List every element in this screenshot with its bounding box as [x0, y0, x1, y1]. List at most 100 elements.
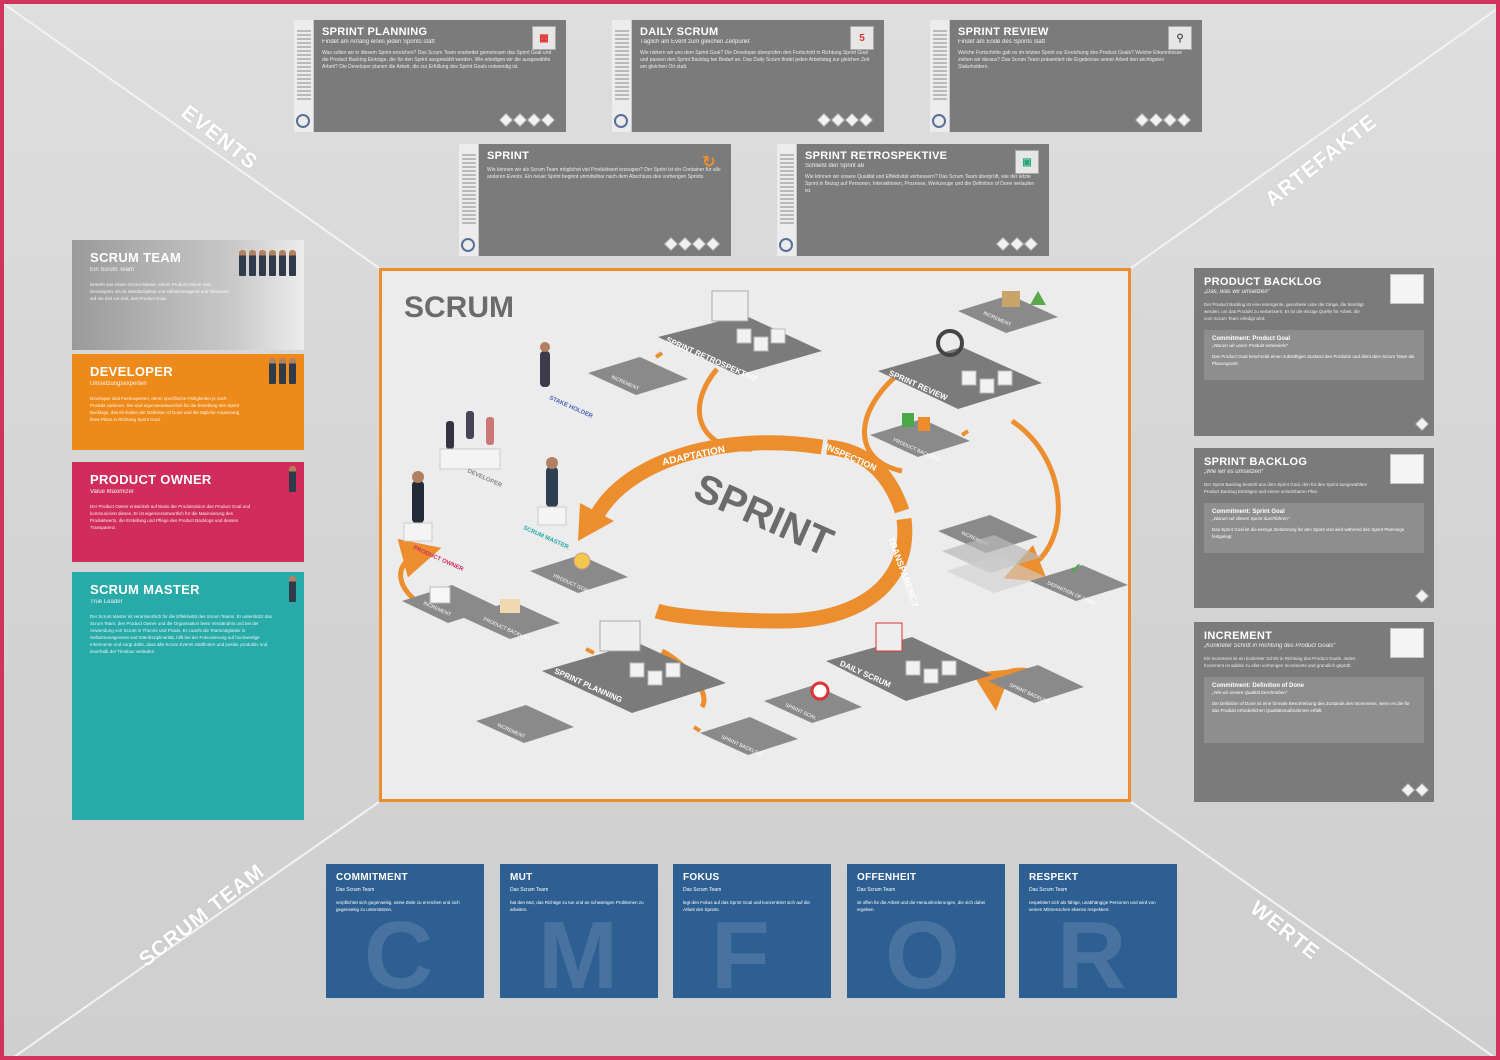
value-title: FOKUS — [683, 872, 720, 883]
tile-product-backlog-review: PRODUCT BACKLOG — [870, 413, 970, 463]
artifact-card-increment: INCREMENT „Konkreter Schritt in Richtung… — [1194, 622, 1434, 802]
sprint-center-label: SPRINT — [688, 465, 840, 565]
stakeholder-label: STAKE HOLDER — [548, 395, 594, 420]
value-subtitle: Das Scrum Team — [857, 887, 896, 893]
tile-increment-planning: INCREMENT — [476, 705, 574, 743]
artifact-subtitle: „Das, was wir umsetzen“ — [1204, 289, 1270, 295]
tile-sprint-backlog: SPRINT BACKLOG — [700, 717, 798, 758]
cube-stack-icon — [1401, 783, 1429, 797]
adaptation-arrowhead — [578, 503, 614, 541]
event-title: SPRINT RETROSPEKTIVE — [805, 150, 948, 162]
commitment-title: Commitment: Product Goal — [1212, 336, 1291, 342]
artifact-title: SPRINT BACKLOG — [1204, 456, 1308, 468]
value-card-mut: M MUT Das Scrum Team hat den Mut, das Ri… — [500, 864, 658, 998]
artifact-subtitle: „Wie wir es umsetzen“ — [1204, 469, 1264, 475]
platform-sprint-planning: SPRINT PLANNING — [542, 620, 726, 713]
role-subtitle: Value Maximizer — [90, 489, 134, 495]
scrum-master-label: SCRUM MASTER — [522, 525, 570, 551]
inspection-arc — [826, 439, 910, 514]
tile-product-goal: PRODUCT GOAL — [530, 552, 628, 595]
role-body: Der Product Owner entwickelt auf Basis d… — [90, 504, 251, 530]
platform-sprint-retrospektive: SPRINT RETROSPEKTIVE — [658, 290, 822, 384]
role-panel-scrum-master: SCRUM MASTER True Leader Der Scrum Maste… — [72, 572, 304, 820]
review-connector-arc — [862, 369, 904, 474]
event-subtitle: Findet am Anfang eines jeden Sprints sta… — [322, 39, 435, 45]
connector-dash — [654, 351, 664, 359]
value-body: respektiert sich als fähige, unabhängige… — [1029, 900, 1156, 912]
transparency-arc — [654, 518, 913, 629]
value-card-fokus: F FOKUS Das Scrum Team legt den Fokus au… — [673, 864, 831, 998]
whiteboard-icon: ▦ — [532, 26, 556, 50]
cube-stack-icon — [817, 113, 873, 127]
commitment-subtitle: „Warum wir unser Produkt entwickeln“ — [1212, 343, 1288, 348]
scrum-master-figure: SCRUM MASTER — [522, 457, 570, 551]
tile-increment-review: INCREMENT — [958, 291, 1058, 333]
value-title: OFFENHEIT — [857, 872, 917, 883]
role-body: besteht aus einem Scrum Master, einem Pr… — [90, 282, 229, 301]
value-card-respekt: R RESPEKT Das Scrum Team respektiert sic… — [1019, 864, 1177, 998]
event-body: Wie können wir als Scrum Team möglichst … — [487, 167, 721, 180]
value-subtitle: Das Scrum Team — [336, 887, 375, 893]
magnifier-icon: ⚲ — [1168, 26, 1192, 50]
event-title: DAILY SCRUM — [640, 26, 719, 38]
commitment-subtitle: „Wie wir unsere Qualität beschreiben“ — [1212, 690, 1288, 695]
target-icon — [810, 681, 830, 701]
event-card-sprint-review: SPRINT REVIEW Findet am Ende des Sprints… — [930, 20, 1202, 132]
box-icon — [1002, 291, 1020, 307]
connector-dash — [692, 725, 702, 733]
role-title: DEVELOPER — [90, 364, 173, 379]
review-loop-arc — [1003, 418, 1061, 583]
event-body: Wie können wir unsere Qualität und Effek… — [805, 174, 1035, 194]
card-side-tab — [777, 144, 797, 256]
cycle-arrow-icon: ↻ — [702, 154, 716, 171]
artifact-card-sprint-backlog: SPRINT BACKLOG „Wie wir es umsetzen“ Der… — [1194, 448, 1434, 608]
artifact-title: PRODUCT BACKLOG — [1204, 276, 1322, 288]
up-arrow-icon — [1030, 291, 1046, 305]
card-side-tab — [612, 20, 632, 132]
cube-stack-icon — [1415, 589, 1429, 603]
card-side-tab — [294, 20, 314, 132]
goal-target-icon — [573, 552, 591, 570]
value-card-offenheit: O OFFENHEIT Das Scrum Team ist offen für… — [847, 864, 1005, 998]
cube-stack-icon — [996, 237, 1038, 251]
adaptation-arc — [587, 435, 824, 525]
value-card-commitment: C COMMITMENT Das Scrum Team verpflichtet… — [326, 864, 484, 998]
value-letter: M — [538, 902, 618, 999]
cube-checkmark-icon — [1390, 628, 1424, 658]
role-panel-scrum-team: SCRUM TEAM Ein Scrum Team besteht aus ei… — [72, 240, 304, 350]
tile-increment-dod: INCREMENT — [938, 515, 1046, 593]
artifact-title: INCREMENT — [1204, 630, 1273, 642]
role-subtitle: Umsetzungsexperten — [90, 381, 147, 387]
event-card-sprint: SPRINT Wie können wir als Scrum Team mög… — [459, 144, 731, 256]
value-title: COMMITMENT — [336, 872, 408, 883]
value-letter: O — [885, 902, 960, 999]
value-title: MUT — [510, 872, 533, 883]
event-title: SPRINT — [487, 150, 530, 162]
commitment-title: Commitment: Definition of Done — [1212, 683, 1304, 689]
tile-definition-of-done: DEFINITION OF DONE ✔ — [1030, 561, 1128, 608]
backlog-items-icon — [500, 599, 520, 613]
artifact-body: Der Sprint Backlog besteht aus dem Sprin… — [1204, 482, 1368, 494]
role-subtitle: Ein Scrum Team — [90, 267, 134, 273]
role-panel-developer: DEVELOPER Umsetzungsexperten Developer s… — [72, 354, 304, 450]
tile-sprint-backlog-daily: SPRINT BACKLOG — [988, 665, 1084, 706]
product-owner-person-icon — [289, 466, 296, 492]
connector-dash — [960, 429, 970, 437]
scrum-diagram-canvas: ADAPTATION INSPECTION TRANSPARENCY SPRIN… — [397, 290, 1128, 758]
artifact-subtitle: „Konkreter Schritt in Richtung des Produ… — [1204, 643, 1336, 649]
platform-sprint-review: SPRINT REVIEW — [878, 329, 1042, 409]
scrum-diagram: SCRUM ADAPTATION INSPECTION TRANSPARENCY — [379, 268, 1131, 802]
event-subtitle: Täglich am Event zum gleichen Zeitpunkt — [640, 39, 750, 45]
timebox-ring-icon — [614, 114, 628, 128]
cube-stack-icon — [499, 113, 555, 127]
timebox-ring-icon — [296, 114, 310, 128]
tile-increment-retro: INCREMENT — [588, 357, 688, 395]
event-subtitle: Findet am Ende des Sprints statt — [958, 39, 1046, 45]
commitment-subtitle: „Warum wir diesen Sprint durchführen“ — [1212, 516, 1290, 521]
target-document-icon — [1390, 454, 1424, 484]
scrum-master-person-icon — [289, 576, 296, 602]
background-diagonals — [4, 4, 1496, 1056]
event-body: Wie nähern wir uns dem Sprint Goal? Die … — [640, 50, 870, 70]
cube-stack-icon — [1135, 113, 1191, 127]
